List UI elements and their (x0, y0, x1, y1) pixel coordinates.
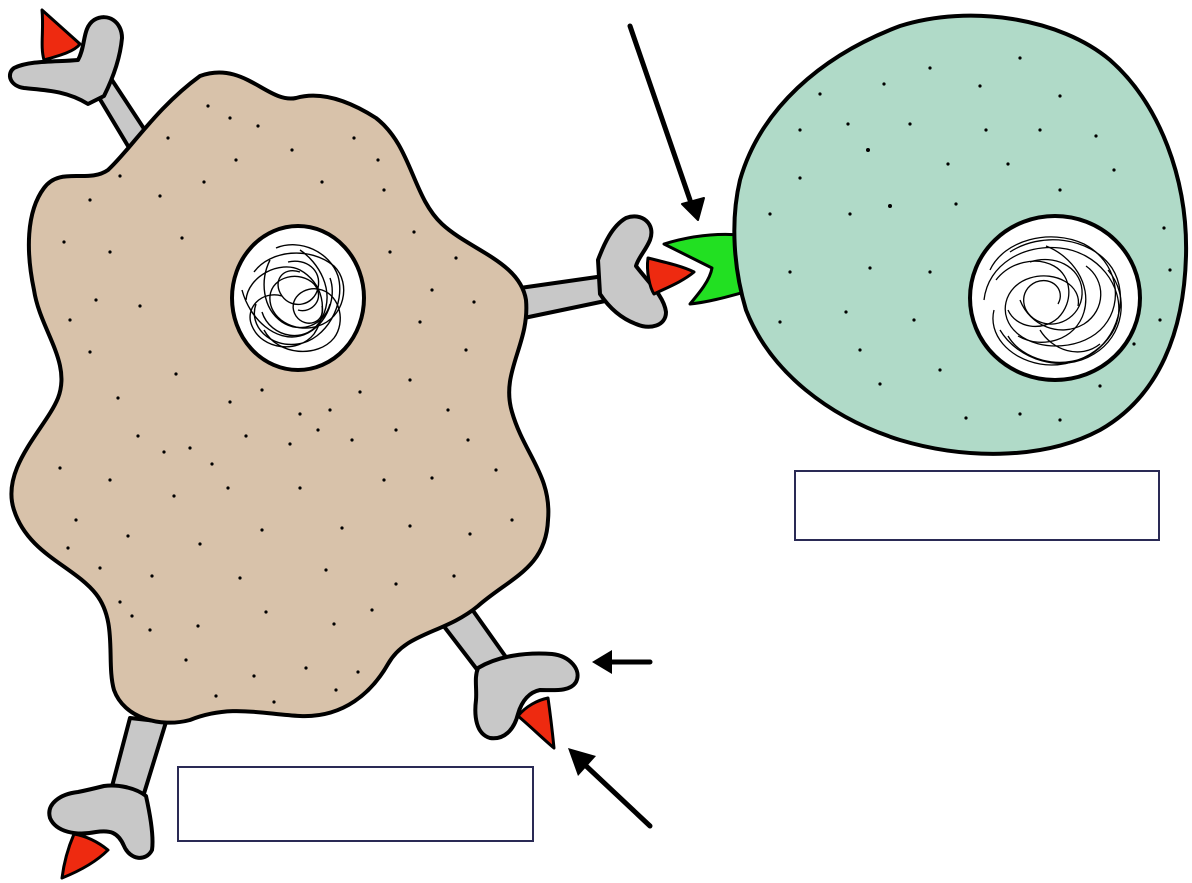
receptor-stalk (520, 276, 610, 318)
arrow-to-apc-receptor (592, 650, 650, 674)
label-box-apc[interactable] (178, 767, 533, 841)
apc-receptor-right (520, 216, 666, 326)
t-cell-nucleus (970, 216, 1140, 380)
apc-receptor-bottom-left (49, 718, 166, 858)
receptor-fork (475, 654, 577, 739)
arrow-to-antigen (568, 748, 650, 826)
apc-nucleus (232, 226, 364, 370)
antigen-bound (647, 258, 694, 294)
arrow-to-t-cell-receptor (630, 26, 704, 220)
t-cell-nucleus-membrane (970, 216, 1140, 380)
antigen-top-left (42, 10, 80, 60)
t-cell-body (734, 16, 1186, 454)
antigen-bottom-left (62, 834, 108, 878)
apc-nucleus-membrane (232, 226, 364, 370)
label-box-t-cell[interactable] (795, 471, 1159, 540)
